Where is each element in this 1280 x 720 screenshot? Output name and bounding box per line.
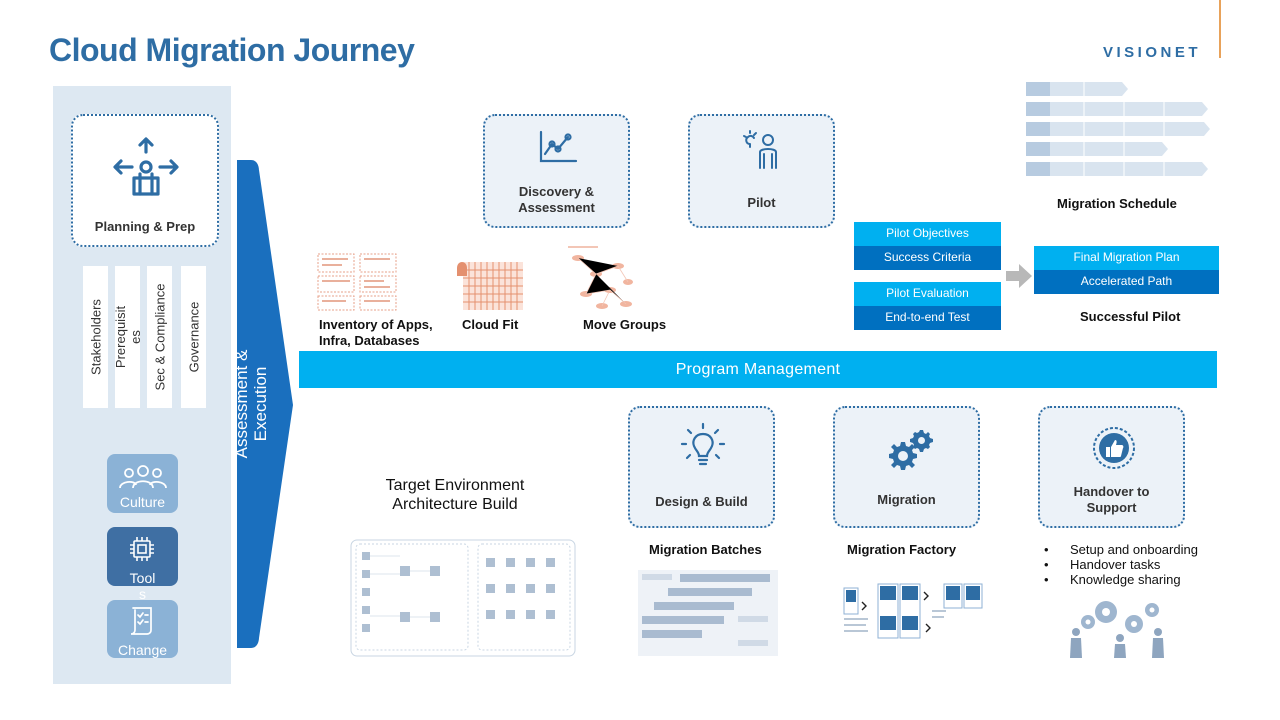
security-label: Sec & Compliance: [152, 283, 167, 391]
column-governance: Governance: [181, 266, 206, 408]
end-to-end-box: End-to-end Test: [854, 306, 1001, 330]
change-tile: Change: [107, 600, 178, 658]
thumbs-up-badge-icon: [1093, 427, 1135, 469]
tools-label: Tool s: [129, 570, 156, 602]
handover-card: Handover to Support: [1038, 406, 1185, 528]
prerequisites-label: Prerequisit es: [112, 305, 143, 369]
success-criteria-box: Success Criteria: [854, 246, 1001, 270]
accelerated-path-box: Accelerated Path: [1034, 270, 1219, 294]
pilot-card: Pilot: [688, 114, 835, 228]
page-title: Cloud Migration Journey: [49, 32, 415, 68]
handover-label: Handover to Support: [1073, 484, 1150, 515]
planning-person-icon: [113, 137, 179, 196]
culture-label: Culture: [119, 494, 166, 510]
design-build-card: Design & Build: [628, 406, 775, 528]
header-divider: [1219, 0, 1221, 58]
right-arrow-icon: [1006, 264, 1032, 288]
person-idea-icon: [743, 130, 777, 169]
list-item: Handover tasks: [1040, 557, 1198, 572]
cloud-fit-caption: Cloud Fit: [462, 317, 519, 332]
move-groups-thumbnail-icon: [568, 246, 633, 309]
cloud-fit-thumbnail-icon: [457, 262, 523, 310]
discovery-label: Discovery & Assessment: [518, 184, 595, 215]
people-group-icon: [119, 465, 167, 489]
change-label: Change: [117, 642, 168, 658]
program-management-bar: Program Management: [299, 351, 1217, 388]
inventory-thumbnail-icon: [317, 253, 397, 311]
migration-card: Migration: [833, 406, 980, 528]
target-environment-title: Target Environment Architecture Build: [385, 477, 525, 513]
company-logo: VISIONET: [1103, 44, 1202, 61]
migration-factory-thumbnail-icon: [843, 583, 983, 639]
migration-factory-caption: Migration Factory: [847, 542, 957, 557]
list-item: Knowledge sharing: [1040, 572, 1198, 587]
checklist-icon: [130, 607, 152, 635]
lightbulb-icon: [680, 422, 726, 466]
column-stakeholders: Stakeholders: [83, 266, 108, 408]
pilot-evaluation-box: Pilot Evaluation: [854, 282, 1001, 306]
design-build-label: Design & Build: [655, 494, 748, 509]
planning-label: Planning & Prep: [94, 219, 196, 234]
tools-tile: Tool s: [107, 527, 178, 602]
arrow-label-wrap: Assessment & Execution: [232, 160, 270, 648]
discovery-card: Discovery & Assessment: [483, 114, 630, 228]
culture-tile: Culture: [107, 454, 178, 513]
chip-icon: [130, 537, 154, 561]
migration-schedule-caption: Migration Schedule: [1057, 196, 1177, 211]
list-item: Setup and onboarding: [1040, 542, 1198, 557]
successful-pilot-caption: Successful Pilot: [1080, 309, 1181, 324]
column-security: Sec & Compliance: [147, 266, 172, 408]
column-prerequisites: Prerequisit es: [112, 266, 143, 408]
pilot-label: Pilot: [747, 195, 776, 210]
gears-people-illustration-icon: [1070, 601, 1164, 658]
final-migration-plan-box: Final Migration Plan: [1034, 246, 1219, 270]
stakeholders-label: Stakeholders: [88, 299, 103, 375]
migration-batches-thumbnail-icon: [638, 570, 778, 656]
line-chart-icon: [539, 130, 578, 163]
arrow-label: Assessment & Execution: [232, 349, 270, 459]
handover-list: Setup and onboarding Handover tasks Know…: [1040, 542, 1198, 587]
migration-schedule-thumbnail-icon: [1026, 82, 1210, 176]
planning-card: Planning & Prep: [71, 114, 219, 247]
gears-icon: [889, 430, 933, 470]
migration-batches-caption: Migration Batches: [649, 542, 762, 557]
pilot-objectives-box: Pilot Objectives: [854, 222, 1001, 246]
inventory-caption: Inventory of Apps, Infra, Databases: [319, 317, 433, 348]
assessment-execution-arrow: [237, 160, 293, 648]
architecture-thumbnail-icon: [350, 539, 576, 657]
migration-label: Migration: [877, 492, 936, 507]
governance-label: Governance: [186, 301, 201, 373]
move-groups-caption: Move Groups: [583, 317, 667, 332]
